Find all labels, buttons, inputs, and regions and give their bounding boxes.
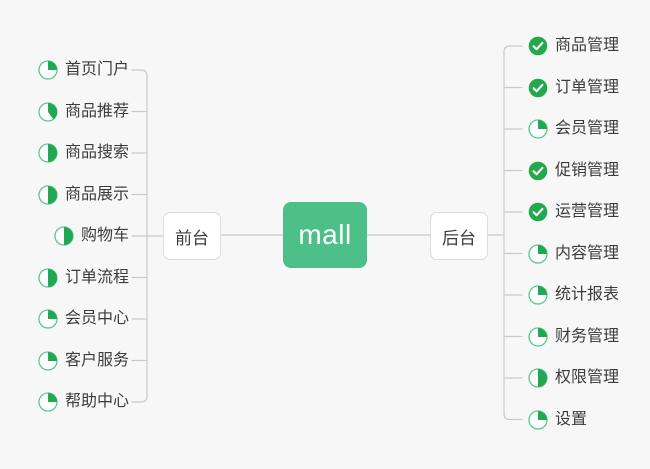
front-elbow-0 xyxy=(131,69,148,77)
back-item-label: 会员管理 xyxy=(555,120,620,137)
front-item[interactable]: 商品展示 xyxy=(38,182,129,208)
progress-pie-icon-back-9 xyxy=(528,409,548,430)
back-item[interactable]: 统计报表 xyxy=(528,282,619,308)
front-item-label: 商品展示 xyxy=(64,185,129,203)
back-elbow-9 xyxy=(503,412,523,421)
check-circle-icon-back-1 xyxy=(528,78,548,97)
front-item[interactable]: 订单流程 xyxy=(38,265,129,291)
back-item[interactable]: 运营管理 xyxy=(528,199,619,225)
back-item[interactable]: 权限管理 xyxy=(528,365,619,391)
back-item-label: 权限管理 xyxy=(555,369,620,386)
front-item[interactable]: 会员中心 xyxy=(38,306,129,332)
front-item[interactable]: 商品推荐 xyxy=(38,99,129,125)
front-item-label: 商品搜索 xyxy=(64,144,129,161)
branch-node-back-label: 后台 xyxy=(442,228,476,248)
front-item-label: 首页门户 xyxy=(64,61,129,78)
progress-pie-icon-front-1 xyxy=(38,101,58,122)
progress-pie-icon-front-7 xyxy=(38,350,58,371)
progress-pie-icon-back-2 xyxy=(528,119,548,139)
back-item-label: 统计报表 xyxy=(555,286,620,303)
front-item-label: 订单流程 xyxy=(64,268,129,286)
back-item-label: 订单管理 xyxy=(555,78,620,96)
branch-node-front[interactable]: 前台 xyxy=(163,212,221,260)
front-item[interactable]: 客户服务 xyxy=(38,348,129,374)
progress-pie-icon-front-6 xyxy=(38,309,58,329)
branch-node-front-label: 前台 xyxy=(175,228,209,248)
front-item-label: 帮助中心 xyxy=(64,393,129,410)
back-elbow-0 xyxy=(503,45,523,53)
progress-pie-icon-back-5 xyxy=(528,243,548,264)
back-item-label: 设置 xyxy=(555,410,588,428)
check-circle-icon-back-3 xyxy=(528,161,548,180)
root-node[interactable]: mall xyxy=(283,202,367,268)
back-item[interactable]: 促销管理 xyxy=(528,158,619,184)
back-item-label: 运营管理 xyxy=(555,203,620,220)
front-item[interactable]: 首页门户 xyxy=(38,57,129,83)
back-item-label: 促销管理 xyxy=(555,161,620,179)
branch-node-back[interactable]: 后台 xyxy=(430,212,488,260)
check-circle-icon-back-0 xyxy=(528,36,548,56)
front-item-label: 会员中心 xyxy=(64,310,129,327)
back-item[interactable]: 财务管理 xyxy=(528,324,619,350)
front-item[interactable]: 帮助中心 xyxy=(38,389,129,415)
progress-pie-icon-front-0 xyxy=(38,60,58,80)
back-item[interactable]: 设置 xyxy=(528,407,587,433)
root-node-label: mall xyxy=(298,219,352,250)
front-item[interactable]: 商品搜索 xyxy=(38,140,129,166)
front-item-label: 客户服务 xyxy=(64,351,129,369)
back-item-label: 财务管理 xyxy=(555,327,620,345)
progress-pie-icon-front-2 xyxy=(38,143,58,163)
back-item-label: 商品管理 xyxy=(555,37,620,54)
progress-pie-icon-back-8 xyxy=(528,368,548,388)
front-item-label: 商品推荐 xyxy=(64,102,129,120)
back-item[interactable]: 订单管理 xyxy=(528,75,619,101)
front-item-label: 购物车 xyxy=(80,227,129,244)
back-item-label: 内容管理 xyxy=(555,244,620,262)
progress-pie-icon-back-6 xyxy=(528,285,548,305)
progress-pie-icon-front-3 xyxy=(38,184,58,205)
progress-pie-icon-front-5 xyxy=(38,267,58,288)
back-item[interactable]: 商品管理 xyxy=(528,33,619,59)
progress-pie-icon-front-4 xyxy=(54,226,74,246)
back-item[interactable]: 内容管理 xyxy=(528,241,619,267)
progress-pie-icon-front-8 xyxy=(38,392,58,412)
front-elbow-8 xyxy=(131,395,148,403)
check-circle-icon-back-4 xyxy=(528,202,548,222)
front-item[interactable]: 购物车 xyxy=(54,223,129,249)
progress-pie-icon-back-7 xyxy=(528,326,548,347)
back-item[interactable]: 会员管理 xyxy=(528,116,619,142)
